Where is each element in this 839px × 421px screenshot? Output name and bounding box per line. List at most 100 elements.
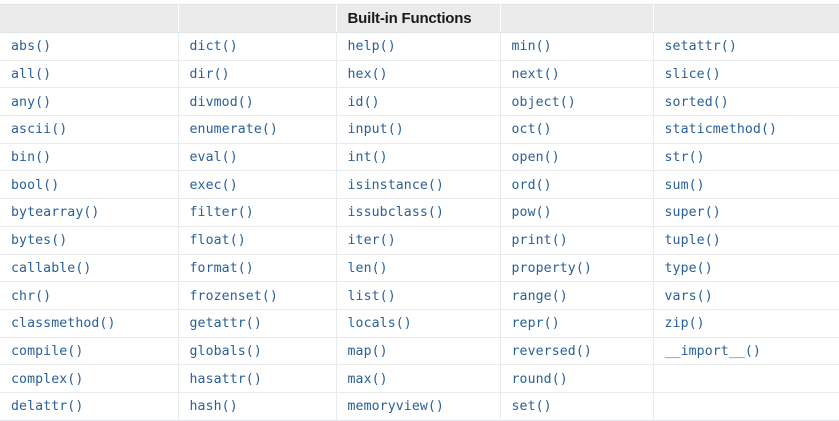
builtin-function-link[interactable]: map() — [347, 343, 388, 359]
table-cell: sorted() — [653, 87, 839, 117]
table-cell: __import__() — [653, 337, 839, 366]
builtin-function-link[interactable]: pow() — [511, 205, 552, 221]
table-row: chr() frozenset() list() range() vars() — [0, 281, 839, 310]
builtin-function-link[interactable]: callable() — [11, 260, 92, 276]
header-cell-5 — [653, 4, 839, 33]
builtin-function-link[interactable]: help() — [347, 39, 396, 55]
builtin-function-link[interactable]: issubclass() — [347, 205, 444, 221]
builtin-function-link[interactable]: memoryview() — [347, 399, 444, 415]
table-cell: bin() — [0, 143, 179, 172]
builtin-function-link[interactable]: classmethod() — [11, 316, 116, 332]
builtin-function-link[interactable]: sorted() — [664, 94, 729, 110]
table-cell: globals() — [178, 337, 337, 366]
builtin-function-link[interactable]: dir() — [189, 67, 230, 83]
builtin-function-link[interactable]: bytearray() — [11, 205, 100, 221]
table-cell: round() — [500, 364, 654, 393]
builtin-function-link[interactable]: id() — [347, 94, 380, 110]
builtin-function-link[interactable]: bool() — [11, 177, 60, 193]
table-cell: iter() — [336, 226, 501, 255]
table-row: classmethod() getattr() locals() repr() zip(… — [0, 309, 839, 338]
table-cell: open() — [500, 143, 654, 172]
builtin-function-link[interactable]: setattr() — [664, 39, 737, 55]
table-cell: isinstance() — [336, 170, 501, 200]
builtin-function-link[interactable]: staticmethod() — [664, 122, 778, 138]
builtin-function-link[interactable]: slice() — [664, 67, 721, 83]
builtin-function-link[interactable]: eval() — [189, 150, 238, 166]
builtin-function-link[interactable]: max() — [347, 371, 388, 387]
builtin-function-link[interactable]: object() — [511, 94, 576, 110]
builtin-function-link[interactable]: isinstance() — [347, 177, 444, 193]
builtin-function-link[interactable]: tuple() — [664, 233, 721, 249]
builtin-function-link[interactable]: chr() — [11, 288, 52, 304]
table-cell: delattr() — [0, 392, 179, 421]
builtin-function-link[interactable]: format() — [189, 260, 254, 276]
builtin-function-link[interactable]: ascii() — [11, 122, 68, 138]
builtin-function-link[interactable]: enumerate() — [189, 122, 278, 138]
table-cell: format() — [178, 254, 337, 283]
builtin-function-link[interactable]: locals() — [347, 316, 412, 332]
table-cell: bytearray() — [0, 198, 179, 227]
table-cell: input() — [336, 115, 501, 144]
builtin-function-link[interactable]: input() — [347, 122, 404, 138]
table-cell: frozenset() — [178, 281, 337, 310]
builtin-function-link[interactable]: complex() — [11, 371, 84, 387]
builtin-function-link[interactable]: divmod() — [189, 94, 254, 110]
builtin-function-link[interactable]: oct() — [511, 122, 552, 138]
builtin-function-link[interactable]: bin() — [11, 150, 52, 166]
builtin-function-link[interactable]: super() — [664, 205, 721, 221]
builtin-function-link[interactable]: open() — [511, 150, 560, 166]
builtin-function-link[interactable]: dict() — [189, 39, 238, 55]
builtin-function-link[interactable]: any() — [11, 94, 52, 110]
builtin-function-link[interactable]: delattr() — [11, 399, 84, 415]
builtin-function-link[interactable]: print() — [511, 233, 568, 249]
builtin-function-link[interactable]: exec() — [189, 177, 238, 193]
builtin-function-link[interactable]: hasattr() — [189, 371, 262, 387]
builtin-function-link[interactable]: zip() — [664, 316, 705, 332]
builtin-function-link[interactable]: type() — [664, 260, 713, 276]
builtin-function-link[interactable]: bytes() — [11, 233, 68, 249]
table-row: callable() format() len() property() type() — [0, 254, 839, 283]
builtin-function-link[interactable]: all() — [11, 67, 52, 83]
builtin-function-link[interactable]: sum() — [664, 177, 705, 193]
builtin-function-link[interactable]: next() — [511, 67, 560, 83]
builtin-function-link[interactable]: reversed() — [511, 343, 592, 359]
table-cell: classmethod() — [0, 309, 179, 338]
table-cell: object() — [500, 87, 654, 117]
builtin-function-link[interactable]: str() — [664, 150, 705, 166]
table-cell: min() — [500, 32, 654, 61]
builtin-function-link[interactable]: iter() — [347, 233, 396, 249]
table-cell: super() — [653, 198, 839, 227]
builtin-function-link[interactable]: hex() — [347, 67, 388, 83]
table-cell: abs() — [0, 32, 179, 61]
builtin-function-link[interactable]: property() — [511, 260, 592, 276]
builtin-function-link[interactable]: range() — [511, 288, 568, 304]
builtin-function-link[interactable]: repr() — [511, 316, 560, 332]
builtin-function-link[interactable]: int() — [347, 150, 388, 166]
table-cell: dir() — [178, 60, 337, 89]
builtin-function-link[interactable]: abs() — [11, 39, 52, 55]
builtin-function-link[interactable]: filter() — [189, 205, 254, 221]
table-cell: bytes() — [0, 226, 179, 255]
table-cell: chr() — [0, 281, 179, 310]
table-body: abs() dict() help() min() setattr() all() dir(… — [0, 32, 839, 421]
builtin-function-link[interactable]: float() — [189, 233, 246, 249]
builtin-function-link[interactable]: ord() — [511, 177, 552, 193]
builtin-function-link[interactable]: set() — [511, 399, 552, 415]
table-cell: slice() — [653, 60, 839, 89]
builtin-function-link[interactable]: __import__() — [664, 343, 761, 359]
builtin-function-link[interactable]: len() — [347, 260, 388, 276]
table-row: any() divmod() id() object() sorted() — [0, 87, 839, 117]
builtin-function-link[interactable]: globals() — [189, 343, 262, 359]
builtin-function-link[interactable]: getattr() — [189, 316, 262, 332]
builtin-function-link[interactable]: vars() — [664, 288, 713, 304]
table-row: bytes() float() iter() print() tuple() — [0, 226, 839, 255]
table-cell: filter() — [178, 198, 337, 227]
builtin-function-link[interactable]: min() — [511, 39, 552, 55]
table-cell: hash() — [178, 392, 337, 421]
builtin-function-link[interactable]: compile() — [11, 343, 84, 359]
table-cell: memoryview() — [336, 392, 501, 421]
builtin-function-link[interactable]: round() — [511, 371, 568, 387]
builtin-function-link[interactable]: hash() — [189, 399, 238, 415]
builtin-function-link[interactable]: list() — [347, 288, 396, 304]
builtin-function-link[interactable]: frozenset() — [189, 288, 278, 304]
